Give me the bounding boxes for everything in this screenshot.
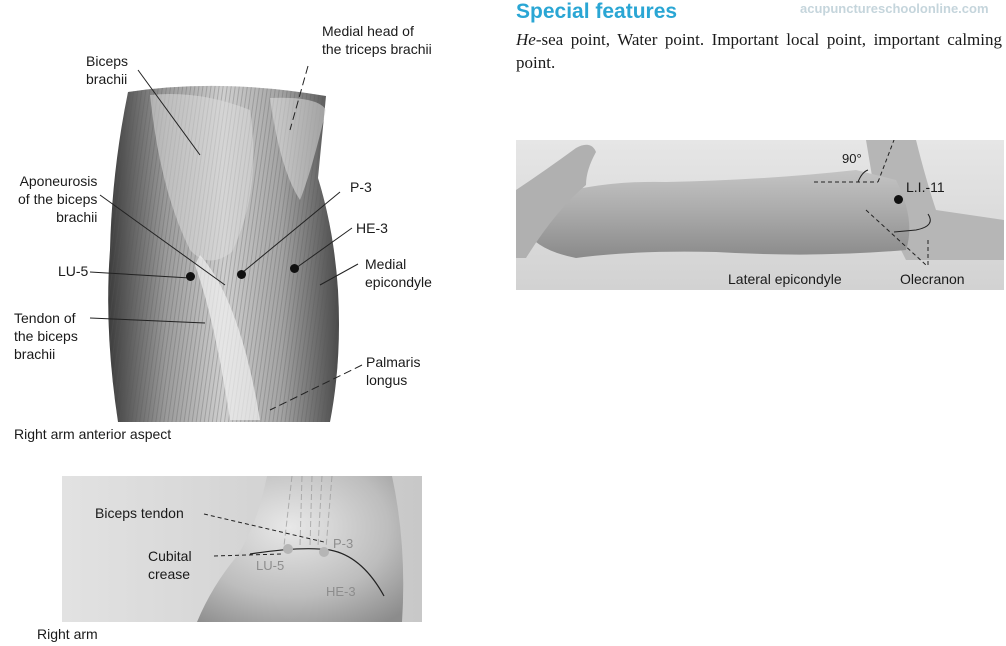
label-biceps-tendon-photo: Biceps tendon [95,505,184,521]
label-lateral-epicondyle: Lateral epicondyle [728,271,842,287]
label-p3-photo: P-3 [333,536,354,551]
label-biceps-brachii: Biceps brachii [86,53,129,87]
point-li11 [894,195,903,204]
cubital-crease-photo [62,476,422,622]
label-he3-photo: HE-3 [326,584,356,599]
body-sentence: -sea point, Water point. Important local… [516,30,1002,72]
arm-anatomy-illustration [89,65,363,422]
label-olecranon: Olecranon [900,271,965,287]
point-lu5-anatomy [186,272,195,281]
label-li11: L.I.-11 [906,179,945,195]
label-palmaris-longus: Palmaris longus [366,354,421,388]
figure3-caption: Right arm [37,626,98,642]
lateral-arm-photo [516,140,1004,290]
label-lu5: LU-5 [58,263,89,279]
label-lu5-photo: LU-5 [256,558,285,573]
label-cubital-crease: Cubital crease [148,548,192,582]
label-p3: P-3 [350,179,372,195]
label-he3: HE-3 [356,220,388,236]
italic-lead: He [516,30,536,49]
label-medial-epicondyle: Medial epicondyle [365,256,432,290]
watermark: acupunctureschoolonline.com [800,1,989,16]
special-features-text: He-sea point, Water point. Important loc… [516,28,1002,74]
angle-label: 90° [842,151,862,166]
label-aponeurosis: Aponeurosis of the biceps brachii [18,173,98,225]
label-triceps-medial-head: Medial head of the triceps brachii [322,23,432,57]
point-he3-anatomy [290,264,299,273]
point-p3-anatomy [237,270,246,279]
section-heading: Special features [516,0,678,23]
figure1-caption: Right arm anterior aspect [14,426,172,442]
label-biceps-tendon: Tendon of the biceps brachii [14,310,78,362]
